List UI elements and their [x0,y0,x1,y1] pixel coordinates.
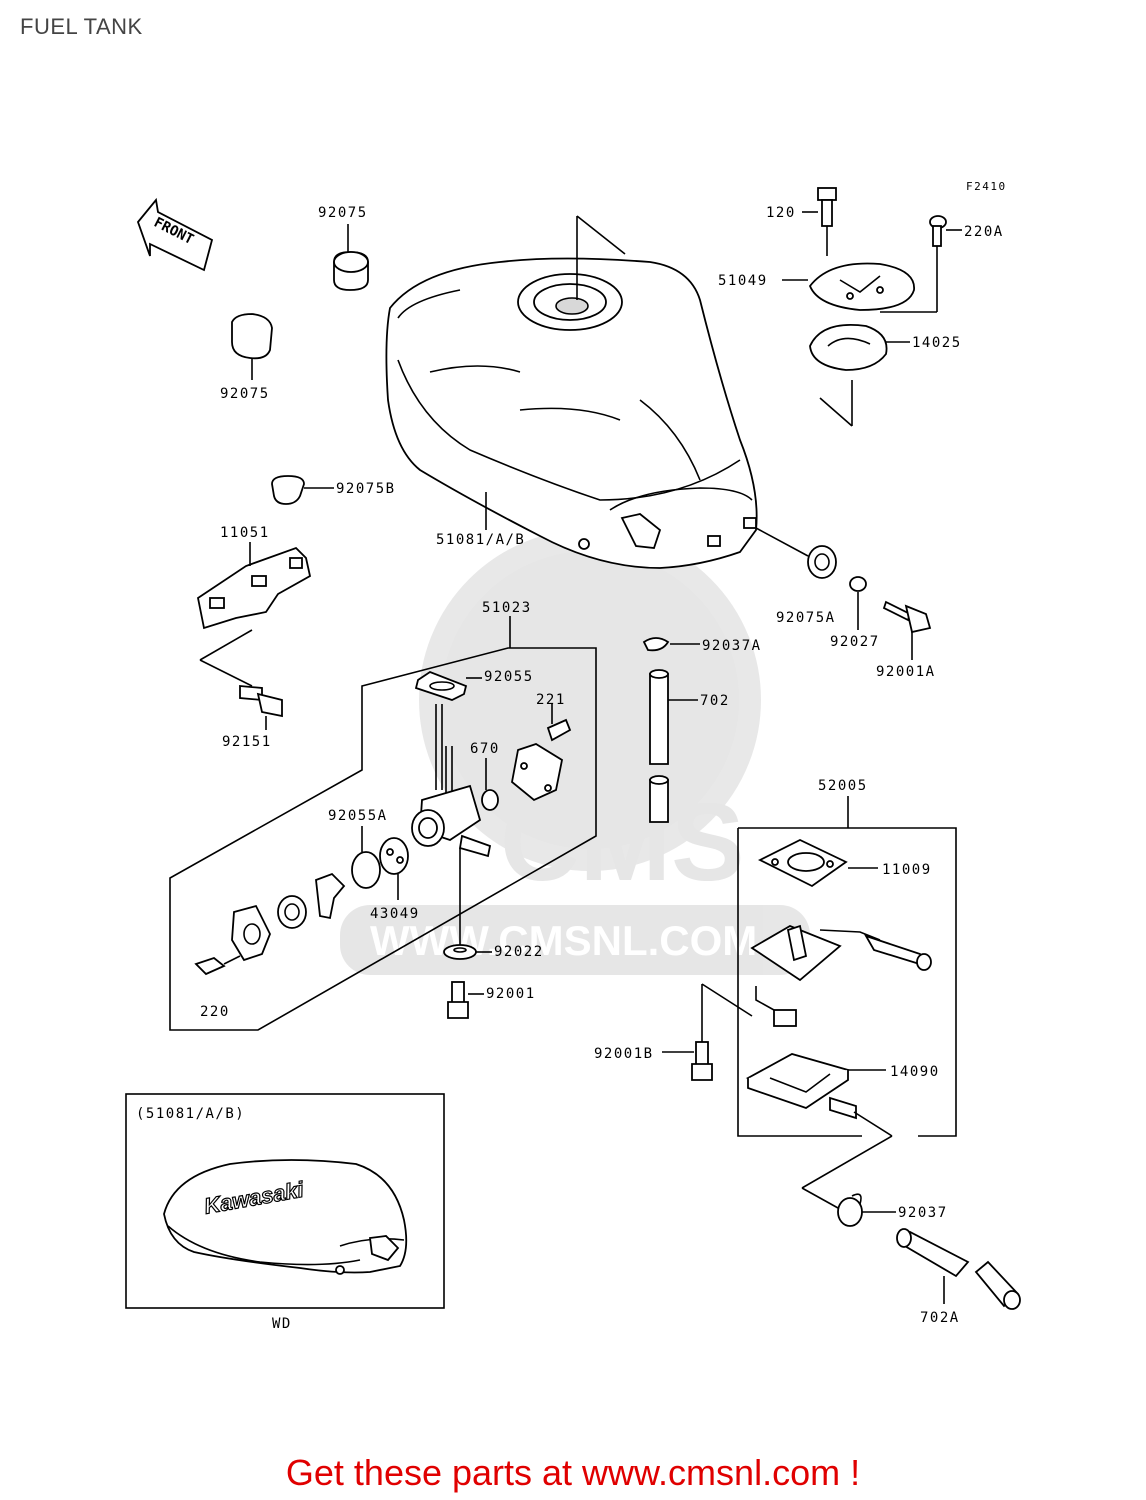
label-14025: 14025 [912,335,962,351]
collar-92027 [849,576,867,630]
watermark-logo: CMS [500,781,744,904]
damper-92075A [755,527,837,579]
label-221: 221 [536,692,566,708]
label-51081: 51081/A/B [436,532,525,548]
clamp-92037A [642,637,700,652]
figure-code: F2410 [966,180,1007,193]
label-92055: 92055 [484,669,534,685]
bracket-11051 [196,542,312,687]
cap-92075B [271,475,334,505]
inset-51081-variant: (51081/A/B) Kawasaki [125,1093,445,1309]
bolt-92151 [239,685,283,730]
label-92075-left: 92075 [220,386,270,402]
parts-diagram: WWW.CMSNL.COM CMS F2410 FRONT 92075 9207… [125,180,1021,1332]
label-11051: 11051 [220,525,270,541]
bolt-120 [802,187,837,256]
label-92022: 92022 [494,944,544,960]
label-220A: 220A [964,224,1004,240]
bolt-92001B [662,1041,713,1081]
label-92001A: 92001A [876,664,936,680]
fuel-tap-assembly-51023 [169,616,597,1031]
label-702A: 702A [920,1310,960,1326]
label-670: 670 [470,741,500,757]
damper-92075-top [333,224,369,291]
label-92075B: 92075B [336,481,396,497]
bolt-92001A [882,600,932,660]
inset-title: (51081/A/B) [136,1106,245,1122]
screw-220A [880,215,962,313]
label-51023: 51023 [482,600,532,616]
footer-promo-link[interactable]: Get these parts at www.cmsnl.com ! [285,1452,861,1493]
label-11009: 11009 [882,862,932,878]
hose-702A [896,1228,1021,1310]
damper-92075-left [231,313,273,380]
cap-51049 [782,262,915,311]
label-14090: 14090 [890,1064,940,1080]
ring-14025 [809,324,910,427]
page-title: FUEL TANK [20,14,143,39]
label-51049: 51049 [718,273,768,289]
label-92001: 92001 [486,986,536,1002]
label-92075A: 92075A [776,610,836,626]
clamp-92037 [837,1193,896,1227]
label-52005: 52005 [818,778,868,794]
fuel-tank-51081 [385,215,758,569]
label-92037A: 92037A [702,638,762,654]
pump-assembly-52005 [701,796,957,1209]
label-92075-top: 92075 [318,205,368,221]
label-220: 220 [200,1004,230,1020]
label-92001B: 92001B [594,1046,654,1062]
label-92027: 92027 [830,634,880,650]
label-120: 120 [766,205,796,221]
label-43049: 43049 [370,906,420,922]
label-92055A: 92055A [328,808,388,824]
front-arrow-icon: FRONT [136,197,214,272]
label-702: 702 [700,693,730,709]
label-92151: 92151 [222,734,272,750]
inset-caption: WD [272,1316,292,1332]
watermark-url: WWW.CMSNL.COM [370,917,757,964]
label-92037: 92037 [898,1205,948,1221]
hose-702 [649,669,698,823]
